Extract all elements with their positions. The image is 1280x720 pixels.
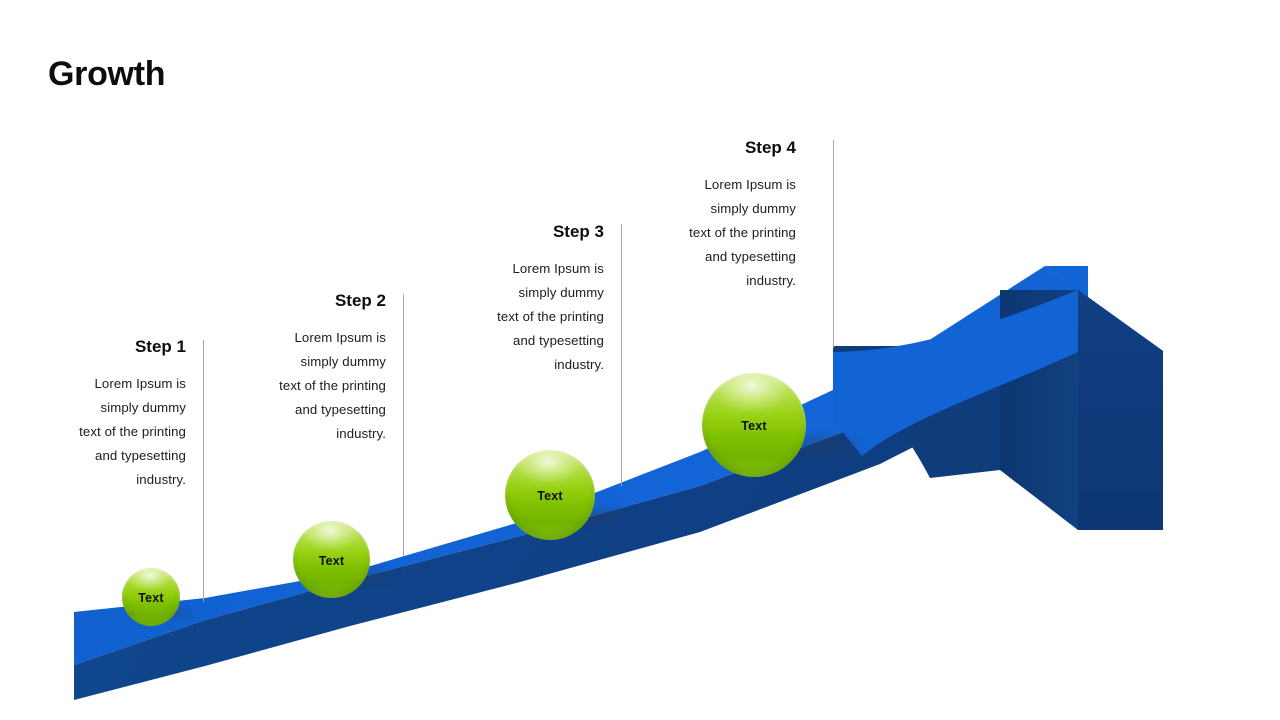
step-divider-4 [833, 140, 834, 348]
step-marker-label-4: Text [741, 419, 767, 433]
step-divider-3 [621, 224, 622, 486]
arrow-ribbon-side [74, 306, 1088, 700]
step-marker-label-1: Text [138, 591, 164, 605]
step-divider-2 [403, 294, 404, 556]
step-marker-label-2: Text [318, 553, 345, 568]
step-body-1: Lorem Ipsum is simply dummy text of the … [79, 376, 186, 487]
step-body-4: Lorem Ipsum is simply dummy text of the … [689, 177, 796, 288]
step-marker-2[interactable]: Text [293, 521, 370, 598]
step-heading-3: Step 3 [552, 222, 604, 241]
step-block-4: Step 4 Lorem Ipsum is simply dummy text … [686, 137, 796, 293]
page-title: Growth [48, 55, 166, 93]
arrow-ribbon-top [74, 266, 1088, 665]
step-marker-4[interactable]: Text [702, 373, 806, 477]
step-heading-2: Step 2 [334, 291, 386, 310]
step-heading-1: Step 1 [134, 337, 186, 356]
step-body-3: Lorem Ipsum is simply dummy text of the … [497, 261, 604, 372]
step-marker-3[interactable]: Text [505, 450, 595, 540]
step-block-2: Step 2 Lorem Ipsum is simply dummy text … [276, 290, 386, 446]
arrow-ramp-highlight [833, 290, 1078, 456]
step-block-1: Step 1 Lorem Ipsum is simply dummy text … [76, 336, 186, 492]
step-marker-1[interactable]: Text [122, 568, 180, 626]
step-heading-4: Step 4 [744, 138, 796, 157]
arrowhead-right-face [1078, 290, 1163, 530]
step-block-3: Step 3 Lorem Ipsum is simply dummy text … [494, 221, 604, 377]
step-marker-label-3: Text [537, 489, 563, 503]
step-divider-1 [203, 340, 204, 602]
step-body-2: Lorem Ipsum is simply dummy text of the … [279, 330, 386, 441]
